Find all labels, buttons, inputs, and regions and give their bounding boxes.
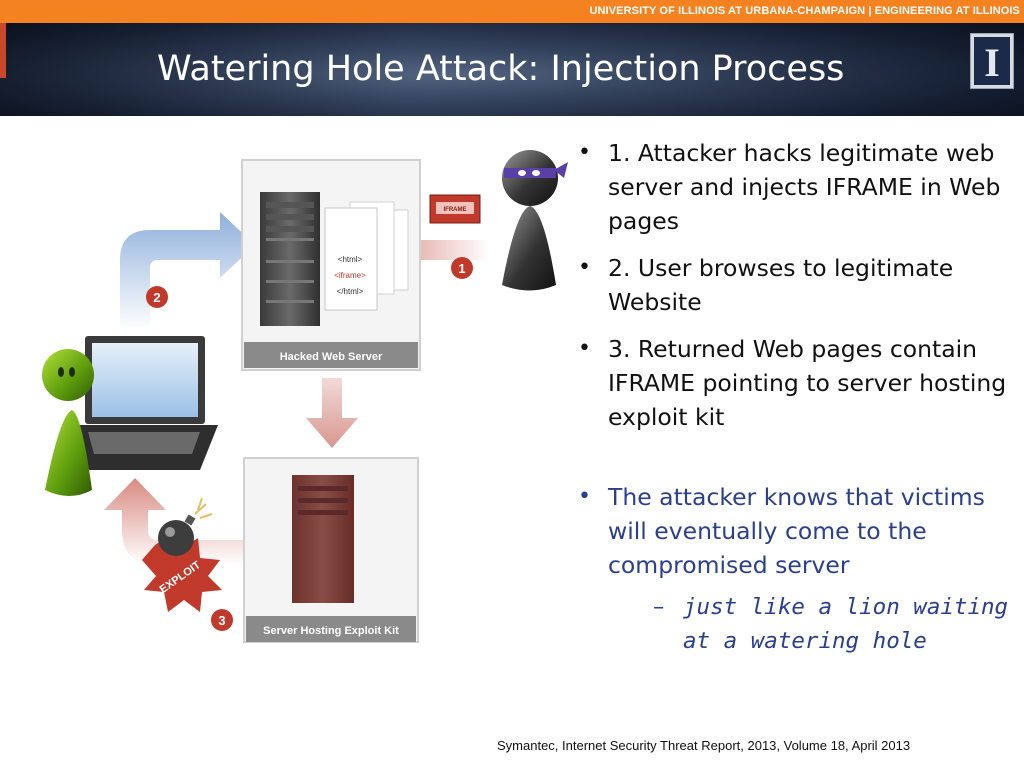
laptop-icon [70, 336, 218, 470]
svg-text:1: 1 [458, 261, 465, 276]
arrow-exploit-to-user [104, 478, 245, 565]
bullet-icon: • [578, 140, 591, 165]
title-bar-accent [0, 23, 6, 78]
html-close-tag: </html> [337, 287, 364, 296]
banner-text: UNIVERSITY OF ILLINOIS AT URBANA-CHAMPAI… [589, 5, 1020, 17]
svg-text:2: 2 [153, 290, 160, 305]
step-1-marker: 1 [451, 257, 473, 279]
victim-user-icon [42, 349, 94, 496]
bullet-point-2: •2. User browses to legitimate Website [578, 251, 1018, 319]
arrow-user-to-server [120, 212, 255, 330]
attacker-icon [502, 150, 568, 291]
bullet-point-1: •1. Attacker hacks legitimate web server… [578, 136, 1018, 238]
bullet-icon: • [578, 336, 591, 361]
sub-point: –just like a lion waiting at a watering … [653, 590, 1018, 658]
bullet-point-3: •3. Returned Web pages contain IFRAME po… [578, 332, 1018, 434]
hacked-web-server: <html> <iframe> </html> Hacked Web Serve… [241, 159, 421, 371]
html-open-tag: <html> [338, 255, 363, 264]
attack-diagram: <html> <iframe> </html> Hacked Web Serve… [42, 150, 568, 643]
iframe-chip-text: IFRAME [444, 207, 467, 213]
title-bar: Watering Hole Attack: Injection Process [0, 23, 1024, 116]
step-2-marker: 2 [146, 286, 168, 308]
iframe-tag: <iframe> [334, 271, 366, 280]
exploit-kit-server: Server Hosting Exploit Kit [243, 457, 419, 643]
svg-text:3: 3 [218, 613, 225, 628]
source-citation: Symantec, Internet Security Threat Repor… [497, 738, 911, 753]
step-3-marker: 3 [211, 609, 233, 631]
dash-icon: – [653, 594, 665, 620]
exploit-server-label: Server Hosting Exploit Kit [263, 625, 399, 637]
bullet-list: •1. Attacker hacks legitimate web server… [578, 136, 1018, 658]
bullet-icon: • [578, 255, 591, 280]
bullet-icon: • [578, 484, 591, 509]
logo-letter: I [984, 40, 1000, 85]
university-banner: UNIVERSITY OF ILLINOIS AT URBANA-CHAMPAI… [0, 0, 1024, 23]
arrow-server-to-exploit [306, 378, 358, 448]
illinois-logo: I [970, 33, 1014, 89]
exploit-bomb-icon: EXPLOIT [142, 497, 222, 612]
slide-title: Watering Hole Attack: Injection Process [157, 49, 845, 89]
bullet-point-4: •The attacker knows that victims will ev… [578, 480, 1018, 658]
title-bar-shading [0, 23, 1024, 116]
iframe-chip: IFRAME [429, 194, 481, 224]
hacked-server-label: Hacked Web Server [280, 351, 383, 363]
